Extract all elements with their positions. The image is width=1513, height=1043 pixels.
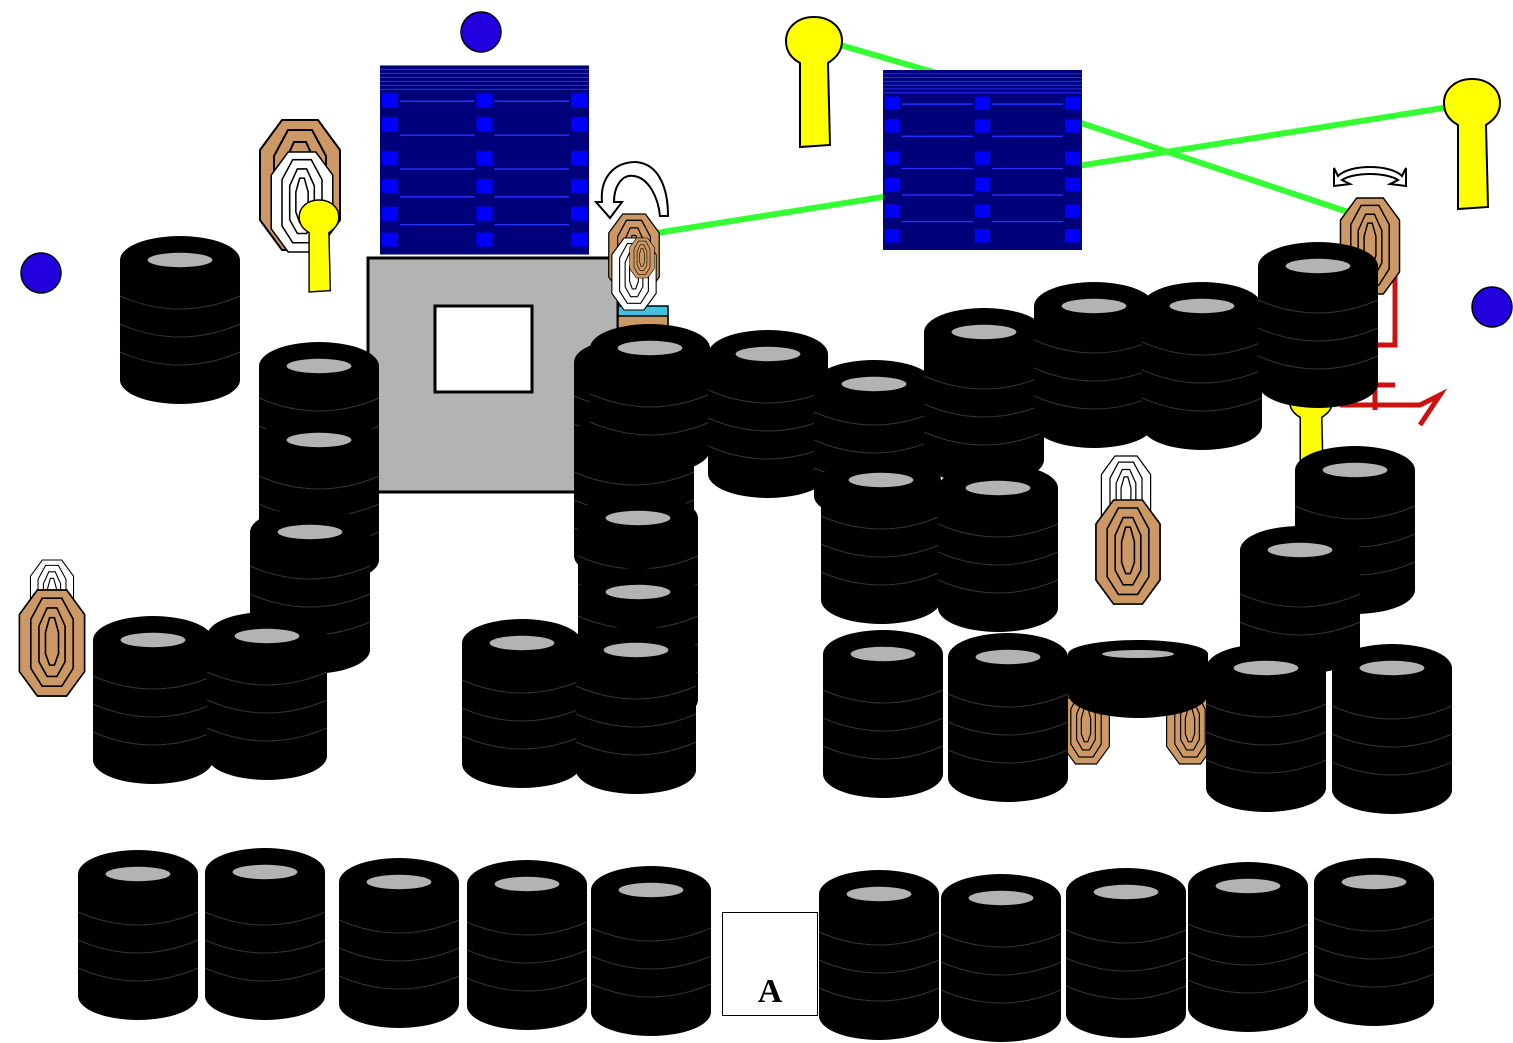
tire-stack-icon <box>589 324 711 474</box>
mover-frame <box>1340 237 1448 427</box>
tire-stack-icon <box>940 874 1062 1042</box>
tire-stack-icon <box>1033 282 1155 448</box>
tire-stack-icon <box>1331 644 1453 814</box>
tire-stack-icon <box>1257 242 1379 408</box>
steel-plate-icon <box>1471 286 1513 328</box>
popper-icon <box>1442 77 1502 211</box>
tire-stack-icon <box>119 236 241 404</box>
tire-stack-icon <box>338 858 460 1028</box>
tire-stack-icon <box>1141 282 1263 450</box>
tire-stack-icon <box>1065 868 1187 1038</box>
tire-stack-icon <box>1205 644 1327 812</box>
tire-stack-icon <box>822 630 944 798</box>
barricade-window <box>433 304 534 394</box>
tire-stack-icon <box>206 612 328 780</box>
tire-stack-icon <box>92 616 214 784</box>
tire-stack-icon <box>818 870 940 1040</box>
tire-stack-icon <box>461 619 583 788</box>
tire-stack-icon <box>590 866 712 1036</box>
tire-stack-icon <box>77 850 199 1020</box>
popper-icon <box>784 15 844 149</box>
tire-stack-icon <box>820 456 942 624</box>
tire-stack-icon <box>707 330 829 498</box>
paper-target-icon <box>629 237 655 279</box>
swinger-arrow-icon <box>593 160 670 220</box>
tire-stack-icon <box>204 848 326 1020</box>
paper-target-icon <box>1095 499 1161 605</box>
activation-cable-icon <box>1065 115 1361 219</box>
tire-stack-icon <box>937 464 1059 632</box>
pallet-stack-icon <box>380 64 589 256</box>
tire-stack-icon <box>1068 640 1208 718</box>
tire-stack-icon <box>466 860 588 1030</box>
steel-plate-icon <box>20 252 62 294</box>
tire-stack-icon <box>923 308 1045 484</box>
tire-stack-icon <box>1187 862 1309 1032</box>
steel-plate-icon <box>460 11 502 53</box>
pallet-stack-icon <box>882 70 1083 250</box>
paper-target-icon <box>18 589 86 697</box>
tire-stack-icon <box>575 626 697 794</box>
start-box: A <box>722 912 818 1016</box>
swinger-arrow-icon <box>1333 166 1407 188</box>
tire-stack-icon <box>947 633 1069 802</box>
tire-stack-icon <box>1313 858 1435 1026</box>
start-box-label: A <box>757 973 783 1010</box>
